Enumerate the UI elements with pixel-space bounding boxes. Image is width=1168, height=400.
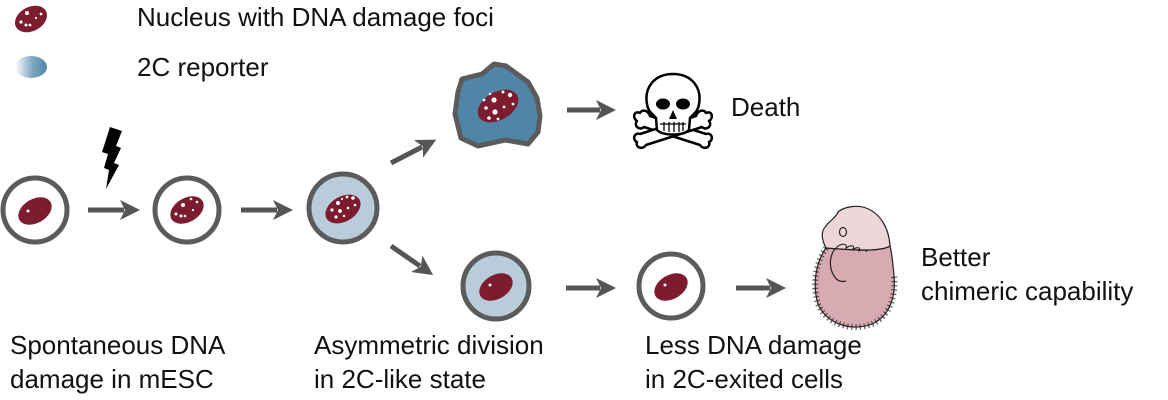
cell-2c-exited [636,251,706,321]
cell-mesc-spontaneous-damage [0,175,70,245]
outcome-chimeric-line2: chimeric capability [921,276,1134,306]
stage2-caption-line1: Asymmetric division [314,330,544,360]
stage1-caption-line2: damage in mESC [10,364,214,394]
outcome-chimeric-line1: Better [921,242,991,272]
legend-nucleus-with-foci-icon [14,5,48,33]
stage3-caption-line2: in 2C-exited cells [645,364,843,394]
cell-2c-like-low-damage [460,250,532,322]
legend-2c-reporter-icon [15,56,47,78]
cell-mesc-with-foci [152,175,222,245]
outcome-death-label: Death [731,92,801,122]
arrow-up-to-death [389,139,437,166]
cell-2c-like-with-foci [306,171,380,245]
arrow-down-to-exit [389,243,434,276]
lightning-bolt-icon [102,127,122,189]
cell-dying-irregular [452,61,543,149]
legend-label-nucleus-foci: Nucleus with DNA damage foci [137,2,494,32]
stage3-caption-line1: Less DNA damage [645,330,862,360]
mouse-embryo-icon [812,205,898,331]
legend-label-2c-reporter: 2C reporter [137,52,269,82]
stage2-caption-line2: in 2C-like state [314,364,486,394]
stage1-caption-line1: Spontaneous DNA [10,330,226,360]
skull-crossbones-icon [632,72,714,150]
